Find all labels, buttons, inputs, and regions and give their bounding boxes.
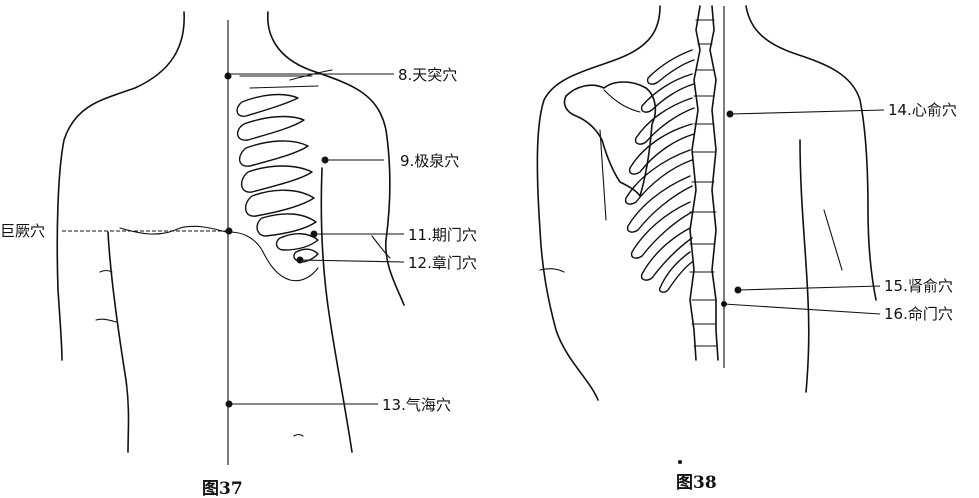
rib-cage-front	[236, 93, 319, 263]
flank-line	[371, 235, 391, 259]
front-torso-outline-left-side	[107, 231, 130, 453]
juque-point	[225, 227, 233, 235]
rib	[275, 233, 319, 251]
front-torso-outline	[56, 11, 185, 361]
qimen-label: 11.期门穴	[408, 226, 477, 244]
shenshu-label: 15.肾俞穴	[884, 277, 953, 295]
rib	[658, 251, 693, 293]
rib	[640, 73, 695, 113]
back-torso-right-side	[799, 139, 810, 393]
rib	[245, 189, 315, 217]
xinshu-leader	[729, 109, 885, 115]
spine	[689, 5, 719, 361]
shenshu-leader	[737, 285, 881, 291]
stray-mark	[678, 460, 682, 464]
scapula	[563, 81, 657, 197]
back-muscle-line-2	[539, 268, 565, 273]
figure-37-caption: 图37	[202, 479, 243, 498]
juque-label: 巨厥穴	[0, 222, 45, 240]
rib	[256, 213, 317, 237]
xinshu-label: 14.心俞穴	[888, 101, 957, 119]
back-torso-outline-left	[536, 5, 661, 401]
figure-37: 8.天突穴 9.极泉穴 巨厥穴 11.期门穴 12.章门穴 13.气海穴 图37	[0, 11, 477, 498]
rib	[237, 115, 305, 141]
zhangmen-label: 12.章门穴	[408, 254, 477, 272]
mingmen-leader	[723, 303, 881, 315]
rib-cage-back	[624, 49, 695, 293]
rib	[624, 149, 693, 205]
figure-38-caption: 图38	[676, 473, 717, 493]
zhangmen-leader	[299, 259, 405, 263]
figure-38: 14.心俞穴 15.肾俞穴 16.命门穴 图38	[536, 5, 957, 493]
rib	[239, 140, 309, 167]
nipple-mark	[95, 318, 117, 323]
tiantu-label: 8.天突穴	[398, 66, 457, 84]
back-torso-outline-right	[745, 5, 877, 301]
navel-mark	[293, 433, 304, 437]
pectoral-line	[119, 225, 227, 235]
nipple-mark-2	[99, 269, 113, 273]
back-muscle-line	[823, 209, 843, 271]
rib	[626, 175, 693, 233]
rib	[628, 123, 695, 175]
rib	[646, 49, 695, 85]
clavicle-line-2	[249, 85, 319, 89]
rib	[640, 227, 693, 281]
mingmen-label: 16.命门穴	[884, 305, 953, 323]
qihai-label: 13.气海穴	[382, 396, 451, 414]
rib	[634, 97, 695, 145]
rib	[630, 201, 693, 259]
rib	[236, 93, 299, 117]
rib	[241, 165, 313, 193]
front-torso-outline-right-side	[320, 167, 353, 453]
spine-outline-right	[709, 5, 719, 361]
jiquan-label: 9.极泉穴	[400, 152, 459, 170]
scapula-spine	[603, 89, 641, 113]
spine-outline	[689, 5, 701, 361]
rib-margin	[229, 231, 319, 282]
